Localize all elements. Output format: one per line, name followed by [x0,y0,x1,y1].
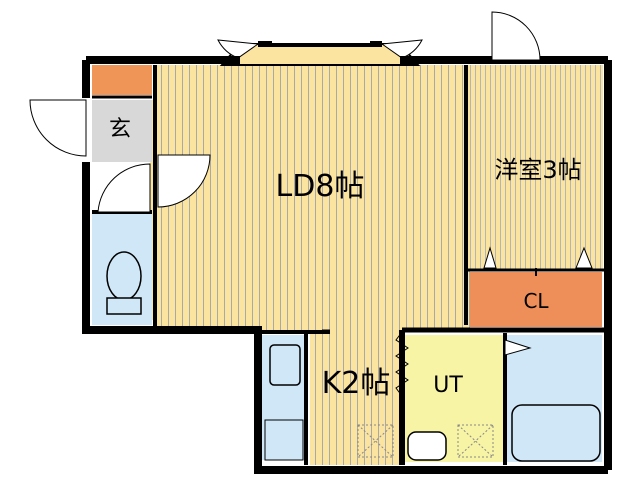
closet-marks [483,246,593,269]
western-room-label: 洋室3帖 [494,156,581,184]
western-room-floor [468,65,603,270]
room-labels: 玄 LD8帖 洋室3帖 CL K2帖 UT [99,108,582,401]
closet-fill [470,272,602,327]
washbasin-icon [407,431,447,461]
fridge-icon [269,344,301,386]
accordion-partition-icon [395,331,409,397]
dashed-spaces [357,424,494,458]
toilet-door [97,163,151,213]
kitchen-floor [310,325,402,465]
ld-label: LD8帖 [276,169,365,204]
kitchen-counter [264,419,304,461]
fixtures [106,251,601,462]
entrance-label: 玄 [109,117,131,142]
ut-label: UT [433,373,463,398]
hall-door [157,154,211,208]
doors [29,11,541,356]
bay-window [217,39,423,66]
interior-walls [92,65,605,465]
ut-door [504,339,532,356]
kitchen-label: K2帖 [322,366,391,401]
entrance-box [92,65,152,95]
closet-label: CL [523,289,549,313]
toilet-icon [106,251,142,301]
bathtub-icon [511,404,601,462]
entrance-door [29,99,87,157]
ld-floor [155,65,470,330]
balcony-door [491,11,541,61]
